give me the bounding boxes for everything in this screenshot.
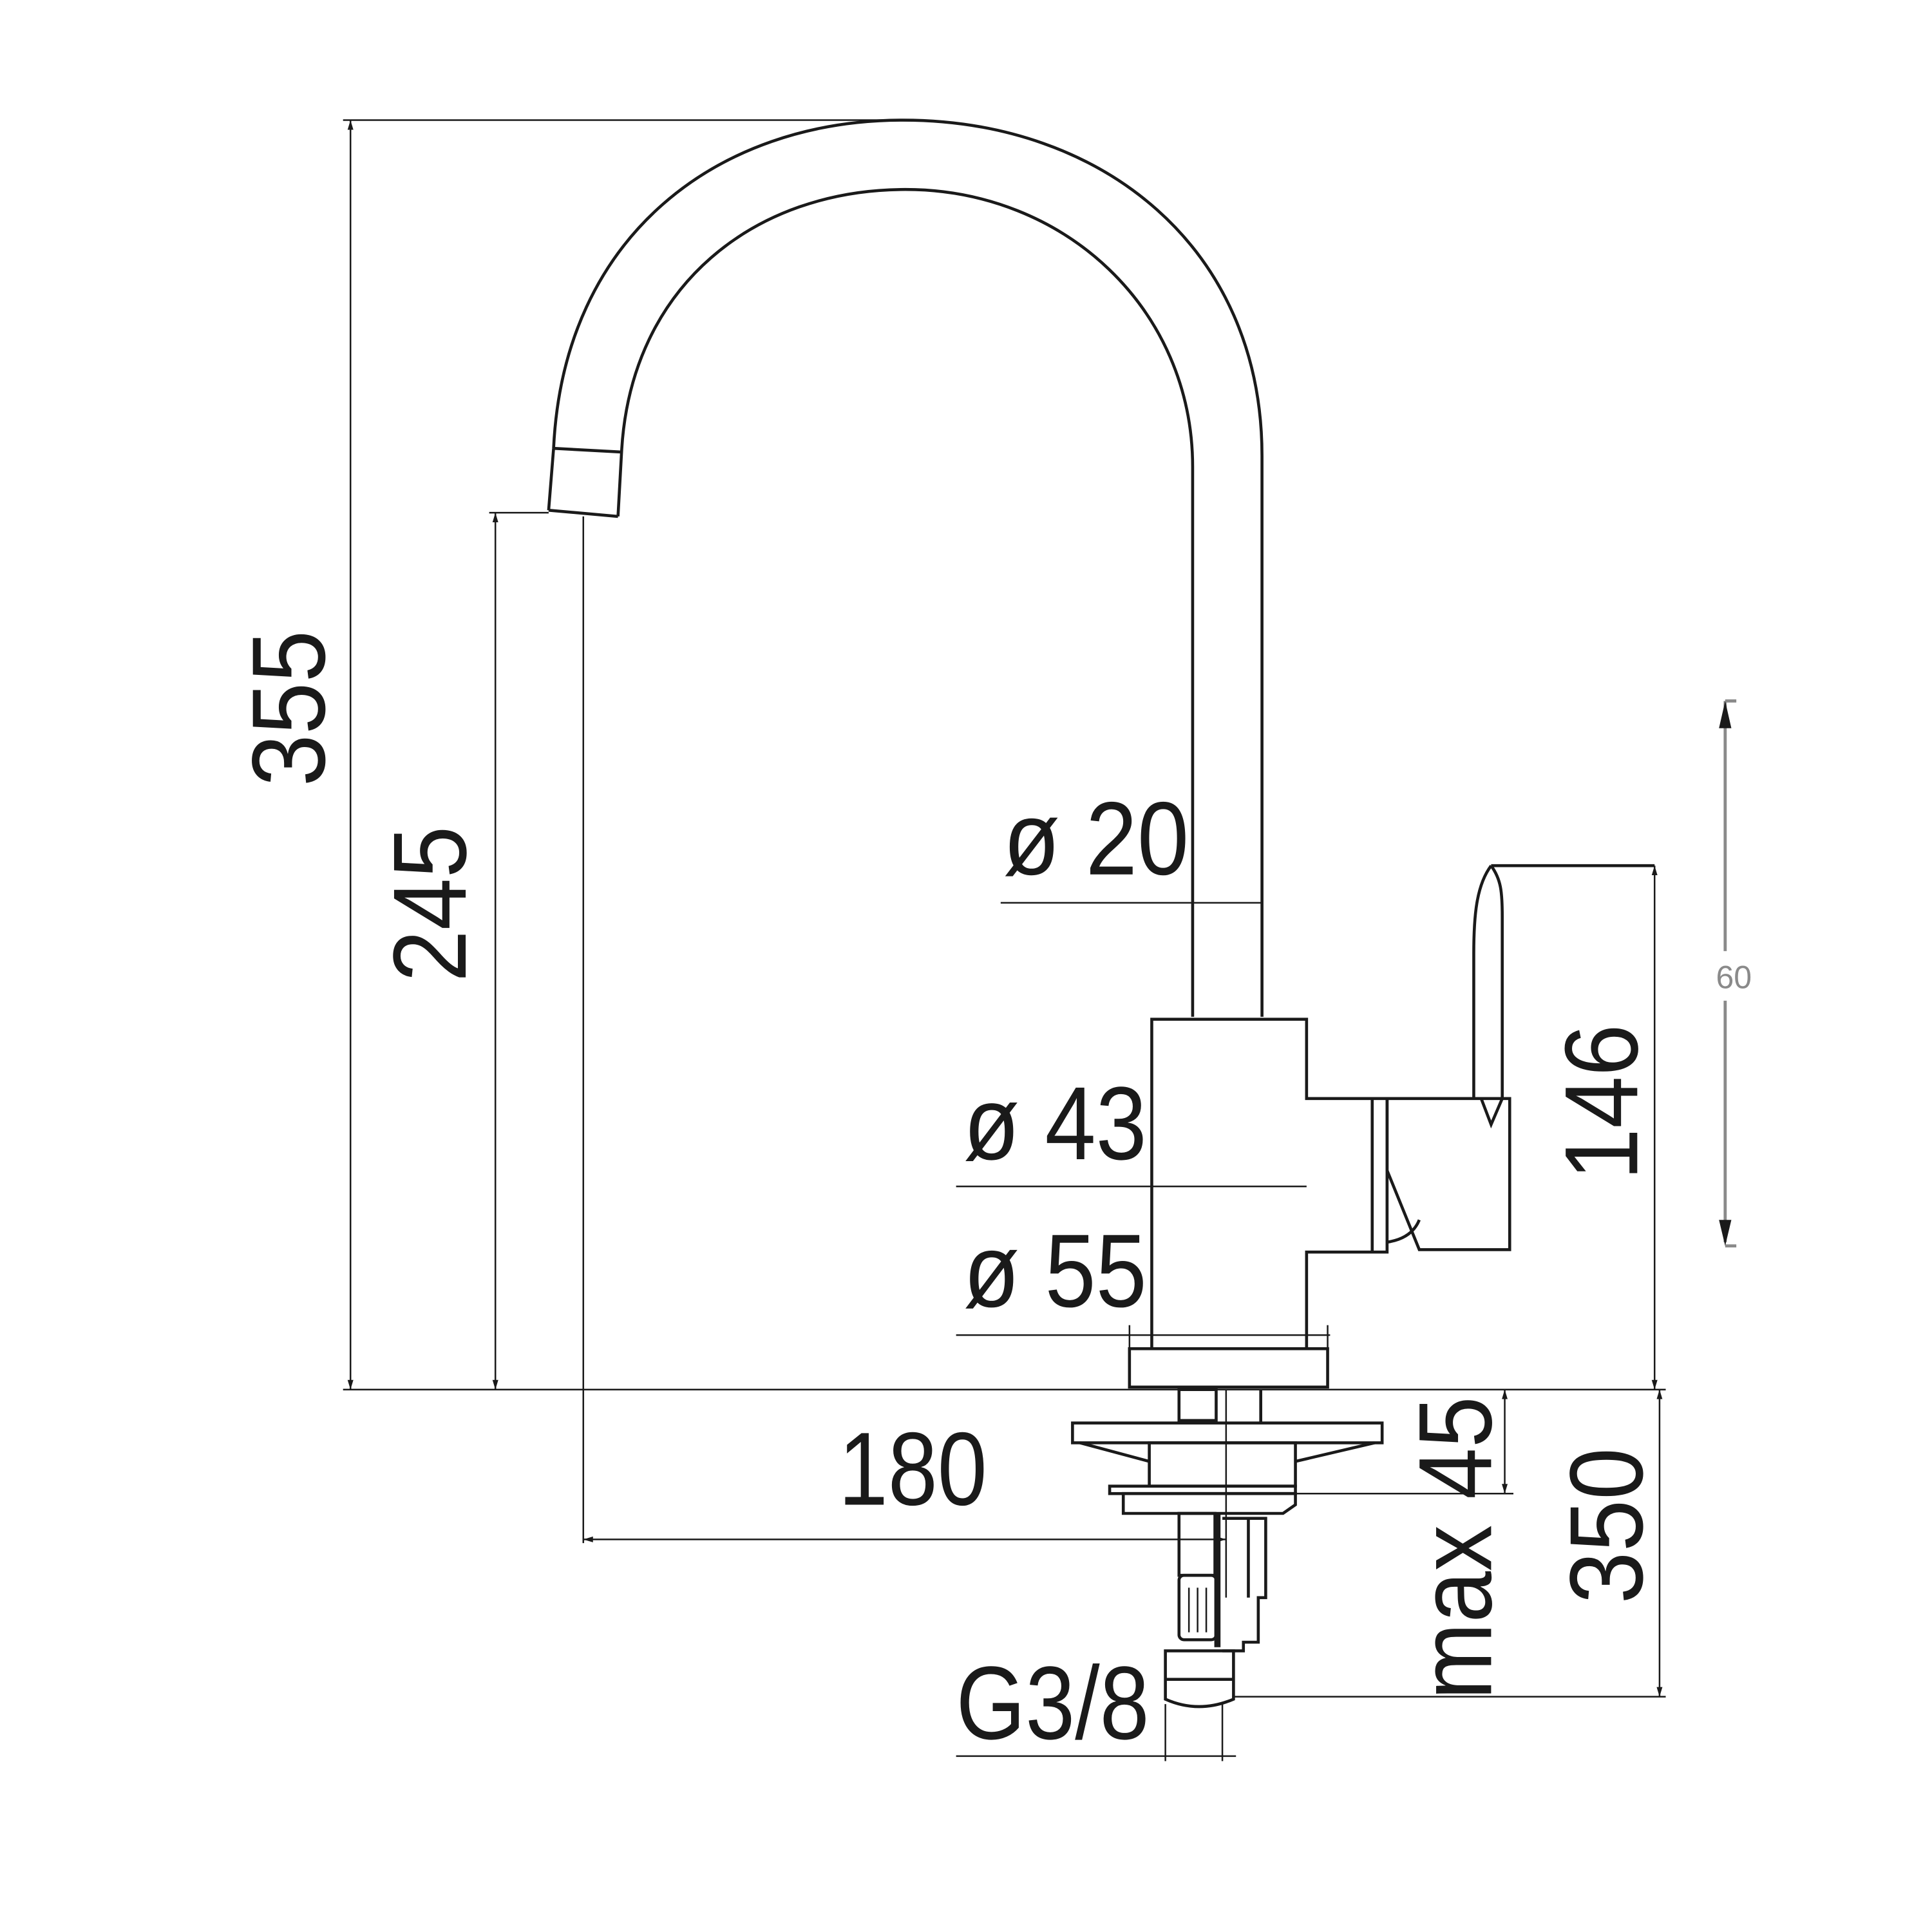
label-total-height: 355 <box>231 630 347 786</box>
lever-handle <box>1385 864 1655 1251</box>
dimension-lines <box>343 119 1737 1761</box>
label-base-diameter: ø 55 <box>963 1213 1147 1329</box>
label-spout-height: 245 <box>372 826 488 982</box>
label-handle-travel: 60 <box>1716 960 1752 996</box>
label-connection: G3/8 <box>956 1645 1150 1761</box>
label-body-diameter: ø 43 <box>963 1066 1147 1182</box>
label-spout-diameter: ø 20 <box>1003 781 1189 897</box>
label-max-deck-thickness: max 45 <box>1397 1396 1513 1700</box>
label-body-height: 146 <box>1544 1024 1660 1180</box>
label-hose-length: 350 <box>1549 1448 1665 1604</box>
label-reach: 180 <box>838 1412 987 1528</box>
fixing-assembly <box>1071 1388 1384 1709</box>
mixer-body <box>1128 1018 1389 1389</box>
